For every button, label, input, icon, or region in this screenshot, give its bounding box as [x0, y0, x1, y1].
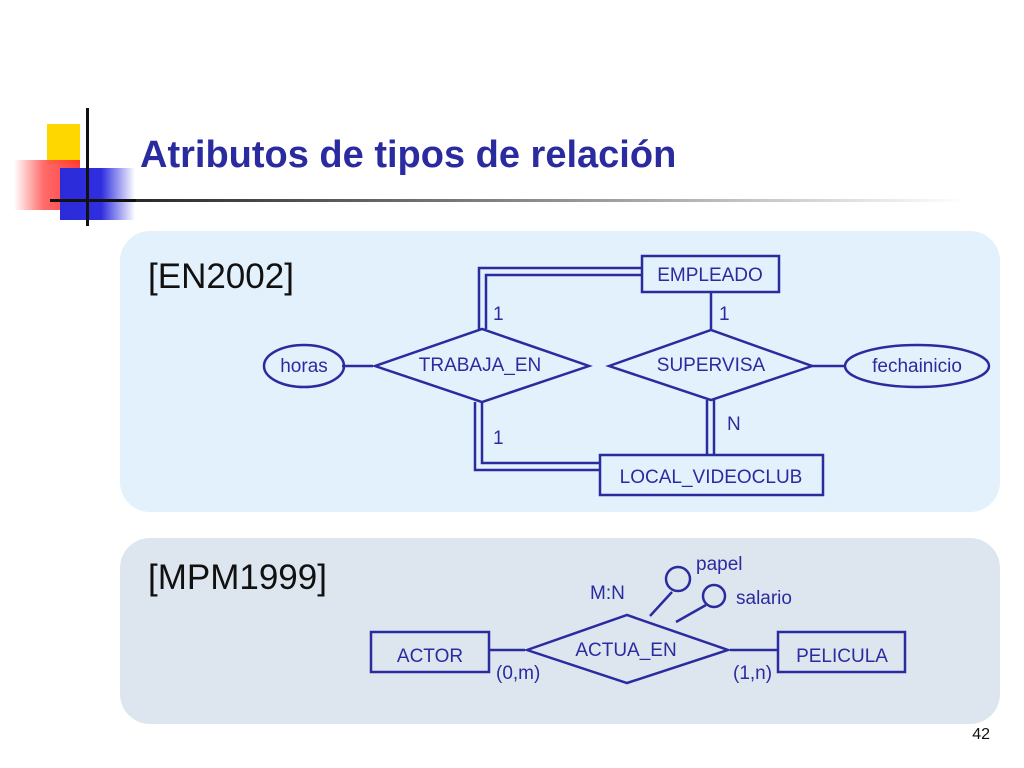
- cardinality-supervisa-empleado: 1: [719, 304, 730, 325]
- relationship-supervisa-shape: [605, 328, 816, 402]
- entity-pelicula-label: PELICULA: [796, 646, 888, 667]
- relationship-trabaja-en-label: TRABAJA_EN: [419, 355, 541, 376]
- reference-en2002: [EN2002]: [148, 257, 294, 296]
- attribute-horas-label: horas: [280, 356, 328, 377]
- link-trabaja-en-empleado-inner: [484, 273, 642, 329]
- cardinality-trabaja-en-empleado: 1: [493, 304, 504, 325]
- attribute-salario-label: salario: [736, 588, 792, 609]
- entity-actor-box: [369, 630, 491, 674]
- reference-mpm1999: [MPM1999]: [148, 558, 327, 597]
- entity-local-videoclub-label: LOCAL_VIDEOCLUB: [620, 467, 803, 488]
- entity-pelicula-box: [776, 630, 907, 674]
- attribute-salario-circle: [701, 583, 727, 609]
- logo-blue-square: [60, 168, 135, 220]
- relationship-trabaja-en-shape: [371, 327, 593, 404]
- relationship-actua-en-label: ACTUA_EN: [575, 640, 676, 661]
- cardinality-trabaja-en-local: 1: [493, 428, 504, 449]
- attribute-horas-shape: [262, 343, 346, 389]
- link-trabaja-en-local-inner: [480, 402, 600, 465]
- attribute-fechainicio-label: fechainicio: [872, 356, 962, 377]
- relationship-supervisa-label: SUPERVISA: [657, 355, 766, 376]
- cardinality-actor: (0,m): [496, 663, 540, 684]
- logo-vertical-line: [86, 108, 89, 226]
- link-actua-en-salario: [675, 603, 707, 624]
- cardinality-pelicula: (1,n): [733, 663, 772, 684]
- logo-yellow-square: [47, 124, 80, 164]
- entity-local-videoclub-box: [598, 453, 825, 497]
- logo-horizontal-line: [50, 199, 136, 202]
- attribute-fechainicio-shape: [843, 343, 991, 389]
- slide-logo: [0, 0, 140, 240]
- link-trabaja-en-local-outer: [473, 402, 600, 472]
- cardinality-supervisa-local: N: [727, 414, 741, 435]
- entity-empleado-label: EMPLEADO: [657, 265, 763, 286]
- entity-actor-label: ACTOR: [397, 646, 463, 667]
- attribute-papel-label: papel: [696, 554, 743, 575]
- link-trabaja-en-empleado-outer: [477, 266, 642, 329]
- link-actua-en-papel: [649, 591, 673, 617]
- relationship-actua-en-shape: [523, 613, 732, 685]
- page-number: 42: [972, 726, 990, 743]
- relationship-type-label: M:N: [590, 583, 625, 604]
- slide-title: Atributos de tipos de relación: [140, 134, 677, 176]
- title-underline: [136, 199, 966, 202]
- entity-empleado-box: [640, 254, 781, 294]
- attribute-papel-circle: [664, 565, 692, 593]
